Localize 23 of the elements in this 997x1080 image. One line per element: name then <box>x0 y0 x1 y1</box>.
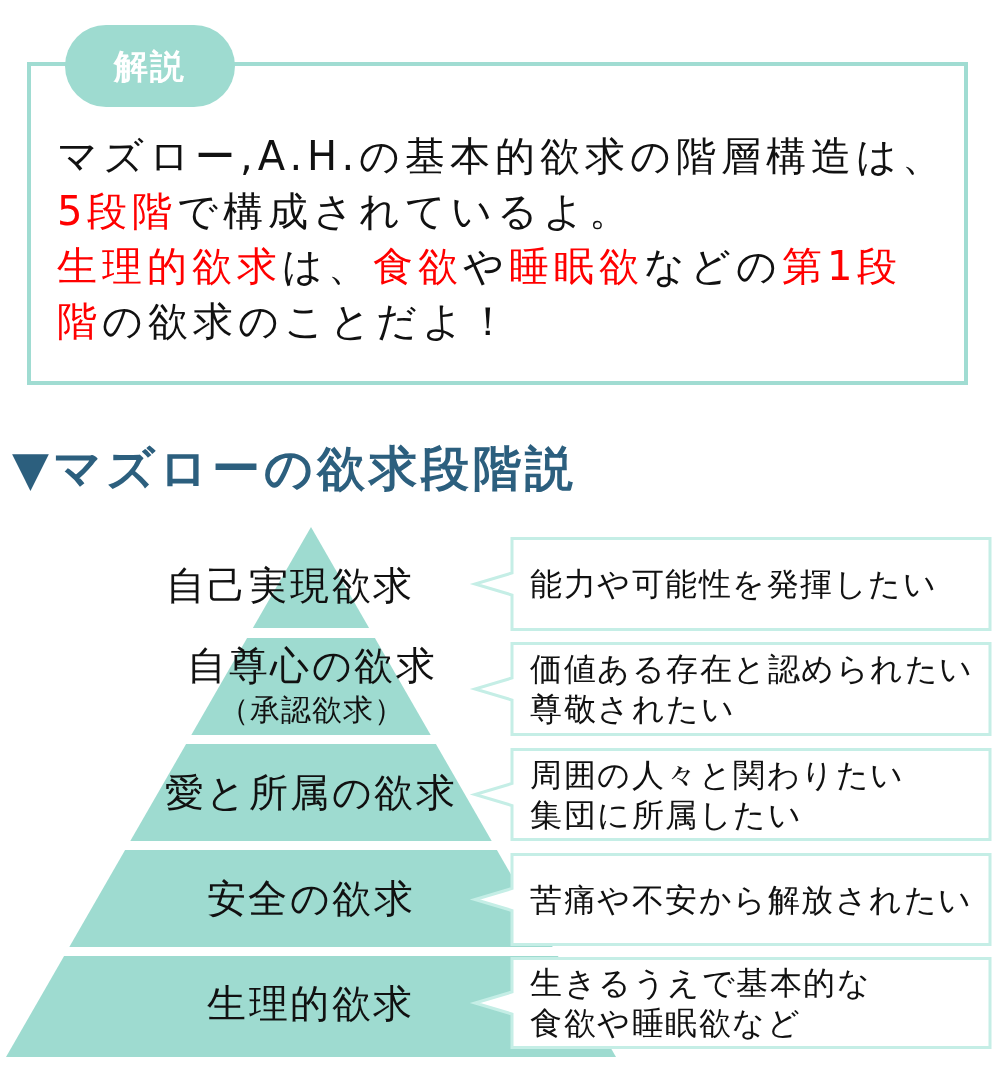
speech-bubble <box>469 957 992 1049</box>
section-title: ▼マズローの欲求段階説 <box>12 440 577 496</box>
level-label: 自尊心の欲求 <box>187 642 437 689</box>
speech-bubble <box>469 853 992 946</box>
speech-bubble <box>469 537 992 631</box>
bubble-text: 集団に所属したい <box>530 794 802 835</box>
bubble-text: 生きるうえで基本的な食欲や睡眠欲など <box>530 963 872 1043</box>
bubble-text: 尊敬されたい <box>530 689 735 729</box>
explanation-text: マズロー,A.H.の基本的欲求の階層構造は、5段階で構成されているよ。 <box>57 132 949 236</box>
speech-bubble <box>469 642 992 736</box>
explanation-text: 生理的欲求は、食欲や睡眠欲などの第1段階の欲求のことだよ！ <box>57 242 904 346</box>
level-label: 生理的欲求 <box>207 980 415 1027</box>
speech-bubble <box>469 748 992 841</box>
bubble-text: 能力や可能性を発揮したい <box>530 564 937 604</box>
level-label: 愛と所属の欲求 <box>164 769 458 816</box>
bubble-text: 価値ある存在と認められたい <box>530 649 974 689</box>
level-label: 安全の欲求 <box>206 875 416 922</box>
level-label: 自己実現欲求 <box>165 562 415 609</box>
pyramid-level <box>130 744 492 841</box>
tab-heading: 解説 <box>114 46 186 86</box>
bubble-text: 周囲の人々と関わりたい <box>530 754 905 795</box>
level-sublabel: （承認欲求） <box>219 690 405 729</box>
bubble-text: 苦痛や不安から解放されたい <box>530 879 973 920</box>
